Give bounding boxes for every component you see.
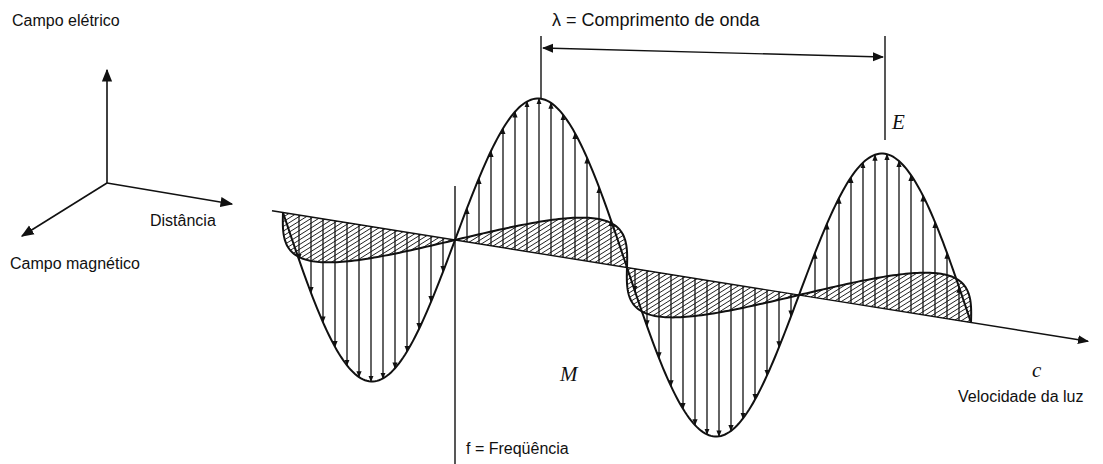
electric-vector xyxy=(718,282,719,436)
magnetic-hatch xyxy=(666,283,721,318)
axis-label: Distância xyxy=(150,212,216,230)
electric-vector xyxy=(646,271,647,326)
electric-vector xyxy=(610,220,611,265)
electric-vector xyxy=(394,230,395,368)
electric-vector xyxy=(766,290,767,376)
electric-vector xyxy=(946,253,947,319)
electric-vector xyxy=(562,115,563,258)
electric-vector xyxy=(778,292,779,347)
electric-vector xyxy=(382,228,383,378)
magnetic-hatch xyxy=(859,274,909,305)
field-symbol: E xyxy=(892,110,905,134)
electric-vector xyxy=(670,275,671,387)
electric-vector xyxy=(898,161,899,311)
magnetic-hatch xyxy=(653,281,709,316)
electric-vector xyxy=(706,280,707,434)
electric-vector xyxy=(934,222,935,317)
electric-vector xyxy=(346,223,347,366)
electric-vector xyxy=(370,227,371,382)
electric-vector xyxy=(742,286,743,418)
magnetic-hatch xyxy=(913,283,962,314)
electric-vector xyxy=(874,155,875,307)
electric-vector xyxy=(826,224,827,300)
axis-label: Campo elétrico xyxy=(12,12,120,30)
magnetic-hatch xyxy=(306,225,361,260)
electric-axis xyxy=(106,70,108,183)
electric-vector xyxy=(502,129,503,248)
magnetic-hatch xyxy=(285,218,319,239)
electric-vector xyxy=(730,284,731,431)
electric-vector xyxy=(466,208,467,242)
electric-vector xyxy=(814,253,815,298)
frequency-label: f = Freqüência xyxy=(466,440,569,458)
electric-wave xyxy=(283,99,971,437)
magnetic-hatch xyxy=(317,227,373,262)
magnetic-hatch xyxy=(907,280,959,312)
electric-vector xyxy=(862,163,863,306)
electric-vector xyxy=(586,158,587,261)
electric-vector xyxy=(358,225,359,377)
magnetic-hatch xyxy=(565,226,616,258)
electric-vector xyxy=(538,99,539,254)
electric-curve xyxy=(283,99,971,437)
magnetic-axis xyxy=(22,183,107,236)
magnetic-hatch xyxy=(541,219,597,254)
electric-vector xyxy=(754,288,755,400)
electric-vector xyxy=(478,178,479,244)
electric-vector xyxy=(910,175,911,313)
electric-vector xyxy=(514,112,515,250)
electric-vector xyxy=(574,133,575,259)
electric-vector xyxy=(406,232,407,351)
electric-vector xyxy=(838,198,839,301)
electric-vector xyxy=(694,278,695,425)
electric-vector xyxy=(442,238,443,272)
magnetic-hatch xyxy=(636,277,685,308)
dimension-tick xyxy=(540,36,541,98)
electric-vector xyxy=(922,196,923,315)
electric-vector xyxy=(658,273,659,359)
distance-axis xyxy=(107,183,232,204)
axis-label: Campo magnético xyxy=(10,255,140,273)
dimension-tick xyxy=(884,36,885,140)
frequency-line xyxy=(454,186,455,464)
wavelength-label: λ = Comprimento de onda xyxy=(552,10,760,31)
speed-symbol: c xyxy=(1032,358,1041,382)
electric-vector xyxy=(334,221,335,347)
magnetic-hatch xyxy=(877,273,932,308)
magnetic-hatch xyxy=(889,275,945,310)
magnetic-hatch xyxy=(348,231,397,262)
electric-vector xyxy=(322,219,323,322)
magnetic-hatch xyxy=(290,221,337,250)
electric-vector xyxy=(430,236,431,302)
electric-vector xyxy=(598,187,599,263)
electric-vector xyxy=(526,102,527,252)
electric-vector xyxy=(958,287,959,321)
electric-vector xyxy=(886,154,887,309)
speed-label: Velocidade da luz xyxy=(958,388,1083,406)
electric-vector xyxy=(298,215,299,260)
electric-vector xyxy=(418,234,419,329)
electric-vector xyxy=(550,103,551,255)
electric-vector xyxy=(310,217,311,293)
electric-vector xyxy=(490,151,491,246)
electric-vector xyxy=(850,177,851,303)
electric-vector xyxy=(682,276,683,408)
wavelength-arrow xyxy=(543,48,883,57)
field-symbol: M xyxy=(560,362,578,386)
magnetic-hatch xyxy=(517,218,568,250)
